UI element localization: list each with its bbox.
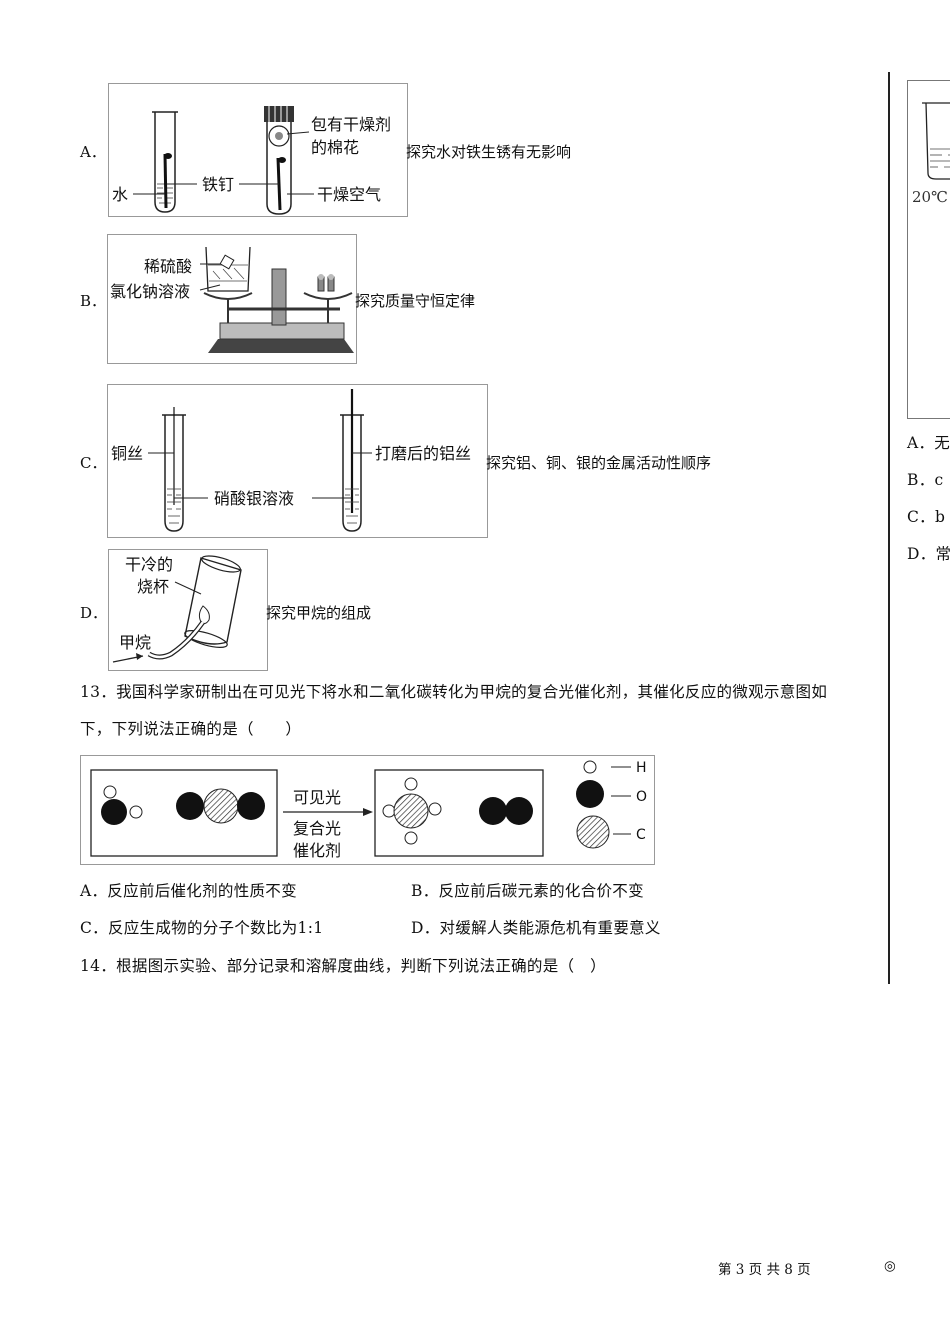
page-number: 第 3 页 共 8 页 [718,1262,811,1278]
q13-option-d: D．对缓解人类能源危机有重要意义 [411,919,661,937]
reaction-illustration: 可见光 复合光 催化剂 H O C [90,760,647,860]
legend-c: C [636,827,646,843]
beaker-label-2: 烧杯 [137,577,169,596]
legend-h: H [636,760,647,776]
iron-rust-figure: 水 铁钉 包有干燥剂 的棉花 干燥空气 [108,83,408,217]
beaker-label-1: 干冷的 [125,555,173,574]
q13-stem-line2: 下，下列说法正确的是（ ） [80,720,302,738]
water-label: 水 [112,185,128,204]
right-option-a: A．无 [907,434,950,452]
cond-visible-light: 可见光 [293,788,341,807]
q14-stem: 14．根据图示实验、部分记录和溶解度曲线，判断下列说法正确的是（ ） [80,957,606,975]
column-divider [888,72,890,984]
q13-option-a: A．反应前后催化剂的性质不变 [80,882,297,900]
cotton-label-1: 包有干燥剂 [311,115,391,134]
solubility-beaker-illustration: 20℃ [912,102,950,206]
option-a-caption: 探究水对铁生锈有无影响 [406,143,572,161]
right-option-d: D．常 [907,545,950,563]
silver-nitrate-label: 硝酸银溶液 [214,489,294,508]
right-option-b: B．c [907,471,944,489]
balance-figure: 稀硫酸 氯化钠溶液 [107,234,357,364]
right-column-figure: 20℃ [907,80,950,419]
methane-label: 甲烷 [119,633,151,652]
option-c-letter: C． [80,454,107,472]
balance-illustration: 稀硫酸 氯化钠溶液 [110,246,354,353]
copper-wire-label: 铜丝 [111,444,143,463]
nail-label: 铁钉 [202,175,234,194]
option-c-caption: 探究铝、铜、银的金属活动性顺序 [486,454,712,472]
dry-air-label: 干燥空气 [317,185,381,204]
aluminum-wire-label: 打磨后的铝丝 [375,444,471,463]
metal-activity-illustration: 铜丝 打磨后的铝丝 硝酸银溶液 [111,389,471,532]
option-b-caption: 探究质量守恒定律 [355,292,476,310]
salt-solution-label: 氯化钠溶液 [110,282,190,301]
q13-option-b: B．反应前后碳元素的化合价不变 [411,882,644,900]
q13-stem-line1: 13．我国科学家研制出在可见光下将水和二氧化碳转化为甲烷的复合光催化剂，其催化反… [80,683,828,701]
option-b-letter: B． [80,292,107,310]
right-option-c: C．b [907,508,946,526]
acid-label: 稀硫酸 [144,257,192,276]
option-d-caption: 探究甲烷的组成 [266,604,372,622]
methane-figure: 干冷的 烧杯 甲烷 [108,549,268,671]
cotton-label-2: 的棉花 [311,138,359,157]
legend-o: O [636,789,647,805]
option-a-letter: A． [80,143,106,161]
cond-composite: 复合光 [293,819,341,838]
option-d-letter: D． [80,604,108,622]
q13-option-c: C．反应生成物的分子个数比为1:1 [80,919,324,937]
reaction-diagram: 可见光 复合光 催化剂 H O C [80,755,655,865]
methane-illustration: 干冷的 烧杯 甲烷 [112,555,242,663]
footer-mark: ◎ [884,1258,896,1274]
iron-rust-illustration: 水 铁钉 包有干燥剂 的棉花 干燥空气 [112,106,391,215]
cond-catalyst: 催化剂 [293,841,341,860]
temperature-label: 20℃ [912,188,948,206]
metal-activity-figure: 铜丝 打磨后的铝丝 硝酸银溶液 [107,384,488,538]
